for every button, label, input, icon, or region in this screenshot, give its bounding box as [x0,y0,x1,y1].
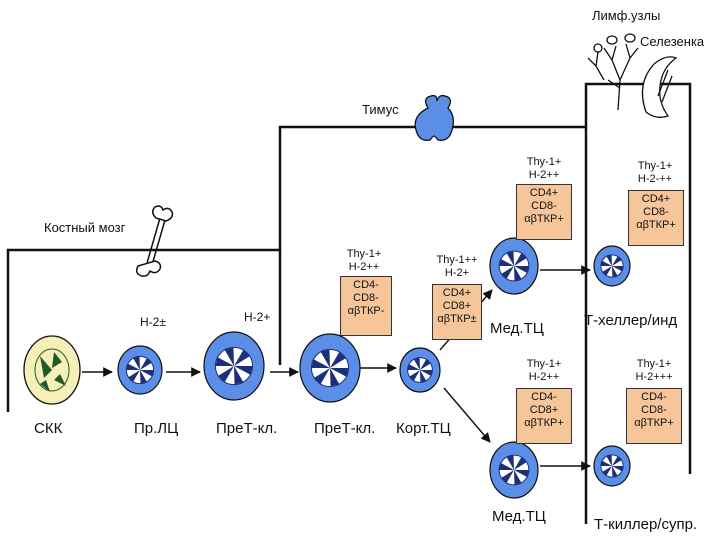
bone-marrow-label: Костный мозг [44,220,126,235]
spleen-icon [641,56,678,118]
pret-markers-top: Thy-1+ Н-2++ [346,248,382,273]
helper-markers-box: CD4+ CD8- αβТКР+ [628,190,684,246]
pret2-label: ПреТ-кл. [314,420,376,437]
pr-lc-label: Пр.ЛЦ [134,420,179,437]
helper-cell [593,245,631,287]
helper-label: Т-хеллер/инд [584,312,678,329]
kort-cell [399,347,441,393]
killer-markers-box: CD4- CD8- αβТКР+ [626,388,682,444]
med-bottom-markers-top: Thy-1+ Н-2++ [526,358,562,383]
spleen-label: Селезенка [640,34,705,49]
med-bottom-label: Мед.ТЦ [492,508,546,525]
kort-markers-box: CD4+ CD8+ αβТКР± [432,284,482,340]
pret2-cell [299,333,361,403]
bone-icon [135,205,174,277]
bone-marrow-boundary [6,248,282,412]
med-bottom-cell [489,441,539,499]
thymus-label: Тимус [362,102,399,117]
pret-markers-box: CD4- CD8- αβТКР- [340,276,392,336]
thymus-boundary [278,125,586,250]
med-top-markers-box: CD4+ CD8- αβТКР+ [516,184,572,240]
skk-cell [23,335,81,405]
killer-cell [593,445,631,487]
lymph-node-icon [587,33,639,111]
thymus-icon [414,94,454,141]
kort-markers-top: Thy-1++ Н-2+ [436,254,478,279]
med-bottom-markers-box: CD4- CD8+ αβТКР+ [516,388,572,444]
helper-markers-top: Thy-1+ Н-2-++ [637,160,673,185]
skk-label: СКК [34,420,63,437]
med-top-label: Мед.ТЦ [490,320,544,337]
killer-label: Т-киллер/супр. [594,516,698,533]
periphery-boundary [584,82,692,524]
killer-markers-top: Thy-1+ Н-2+++ [635,358,673,383]
h2-plus-label: Н-2+ [244,310,271,324]
lymph-nodes-label: Лимф.узлы [592,8,661,23]
med-top-cell [489,237,539,295]
pr-lc-cell [117,345,163,395]
kort-label: Корт.ТЦ [396,420,451,437]
pret1-label: ПреТ-кл. [216,420,278,437]
med-top-markers-top: Thy-1+ Н-2++ [526,156,562,181]
pret1-cell [203,331,265,401]
arrow-kort-medbottom [443,387,491,443]
h2-plusminus-label: Н-2± [140,315,166,329]
